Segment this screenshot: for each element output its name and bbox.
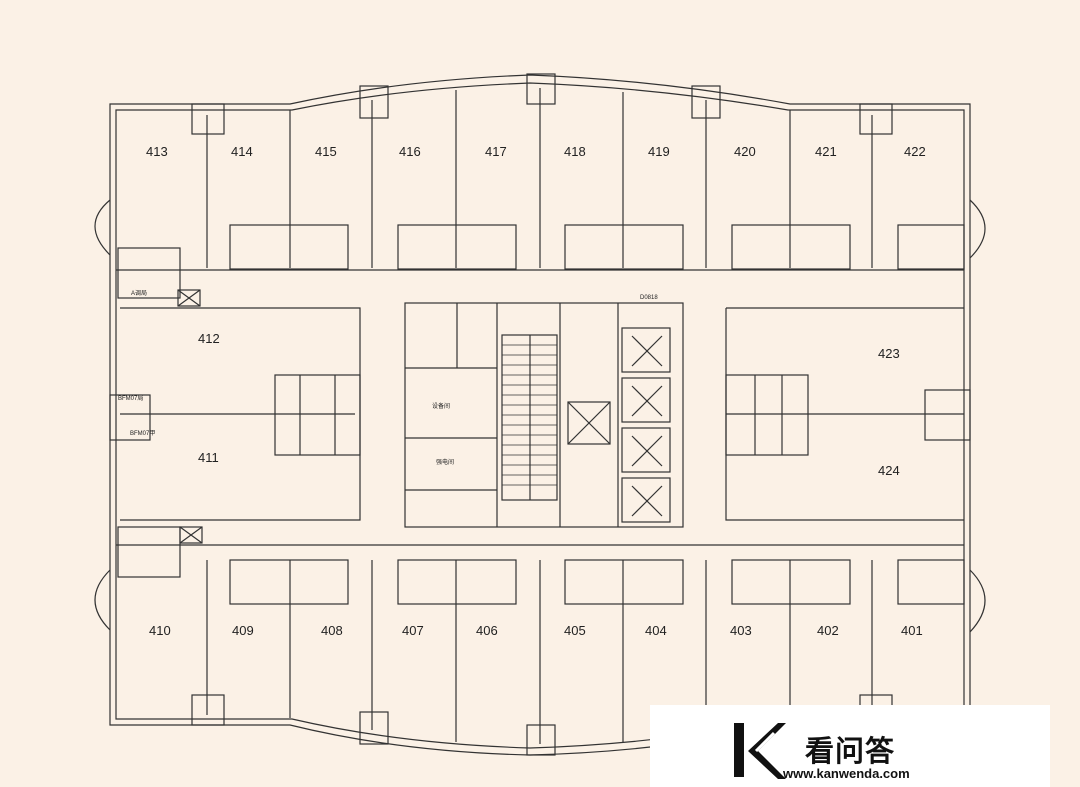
room-404: 404 <box>645 623 667 638</box>
room-424: 424 <box>878 463 900 478</box>
room-421: 421 <box>815 144 837 159</box>
room-422: 422 <box>904 144 926 159</box>
room-413: 413 <box>146 144 168 159</box>
a-room-tag: A调局 <box>131 289 147 297</box>
room-416: 416 <box>399 144 421 159</box>
room-405: 405 <box>564 623 586 638</box>
room-415: 415 <box>315 144 337 159</box>
room-412: 412 <box>198 331 220 346</box>
room-406: 406 <box>476 623 498 638</box>
room-417: 417 <box>485 144 507 159</box>
watermark-panel <box>650 705 1050 787</box>
room-403: 403 <box>730 623 752 638</box>
core <box>404 302 684 528</box>
elevators <box>621 327 671 523</box>
room-423: 423 <box>878 346 900 361</box>
room-410: 410 <box>149 623 171 638</box>
north-partitions <box>206 88 965 270</box>
room-401: 401 <box>901 623 923 638</box>
kanwenda-logo-icon <box>734 723 786 779</box>
core-room-1-label: 设备间 <box>432 402 450 410</box>
watermark-name: 看问答 <box>805 734 896 768</box>
room-414: 414 <box>231 144 253 159</box>
room-407: 407 <box>402 623 424 638</box>
west-door-tag-top: BFM07局 <box>118 395 143 402</box>
south-partitions <box>206 559 965 744</box>
room-418: 418 <box>564 144 586 159</box>
west-door-tag-bottom: BFM07甲 <box>130 430 155 437</box>
room-411: 411 <box>198 450 219 465</box>
elevator-tag: D0818 <box>640 295 658 301</box>
room-419: 419 <box>648 144 670 159</box>
room-409: 409 <box>232 623 254 638</box>
room-420: 420 <box>734 144 756 159</box>
watermark-url[interactable]: www.kanwenda.com <box>783 766 910 781</box>
room-408: 408 <box>321 623 343 638</box>
core-room-2-label: 强电间 <box>436 458 454 466</box>
room-402: 402 <box>817 623 839 638</box>
